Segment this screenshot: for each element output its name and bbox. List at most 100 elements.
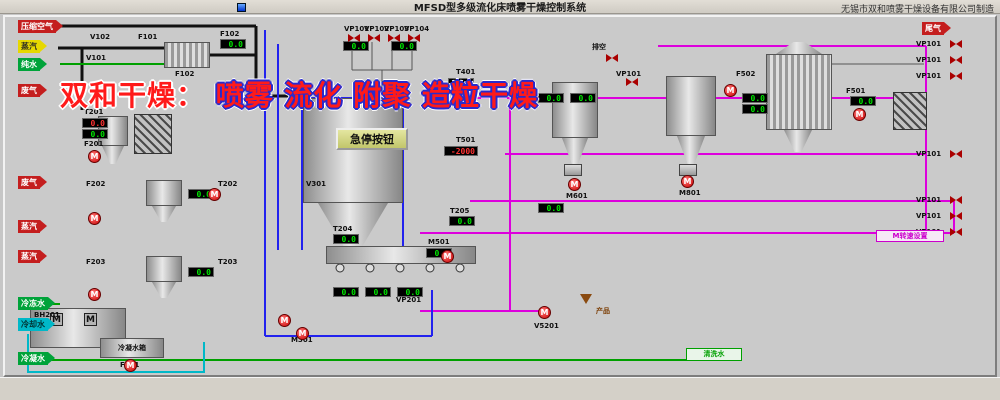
watermark: 双和干燥： 喷雾 流化 附聚 造粒干燥 [60, 74, 538, 114]
valve-icon[interactable] [950, 228, 962, 236]
stream-flag: 尾气 [922, 22, 951, 35]
equipment-label: M801 [679, 189, 701, 197]
stream-flag: 蒸汽 [18, 220, 47, 233]
condensate-tank: 冷凝水箱 [100, 338, 164, 358]
stream-flag: 压缩空气 [18, 20, 63, 33]
value-display: -2000 [444, 146, 478, 156]
stream-flag: 冷冻水 [18, 297, 55, 310]
rotary-valve [564, 164, 582, 176]
watermark-slogan: 喷雾 流化 附聚 造粒干燥 [215, 79, 539, 112]
equipment-label: VP101 [616, 70, 642, 78]
pump-icon[interactable] [88, 150, 101, 163]
equipment-label: VP103 [384, 25, 410, 33]
valve-icon[interactable] [408, 34, 420, 42]
equipment-label: F102 [175, 70, 195, 78]
pump-icon[interactable] [441, 250, 454, 263]
cip-water-note: 清洗水 [686, 348, 742, 361]
equipment-label: V101 [86, 54, 107, 62]
pump-icon[interactable] [278, 314, 291, 327]
pump-icon[interactable] [124, 359, 137, 372]
value-display: 0.0 [333, 287, 359, 297]
cyclone-separator [552, 82, 598, 138]
equipment-label: VP104 [404, 25, 430, 33]
value-display: 0.0 [220, 39, 246, 49]
equipment-label: F102 [220, 30, 240, 38]
pump-icon[interactable] [724, 84, 737, 97]
equipment-label: BH201 [34, 311, 60, 319]
valve-icon[interactable] [950, 40, 962, 48]
stream-flag: 蒸汽 [18, 40, 47, 53]
stream-flag: 废气 [18, 84, 47, 97]
pump-icon[interactable] [538, 306, 551, 319]
value-display: 0.0 [570, 93, 596, 103]
valve-icon[interactable] [950, 212, 962, 220]
valve-icon[interactable] [368, 34, 380, 42]
pump-icon[interactable] [681, 175, 694, 188]
equipment-label: V301 [306, 180, 327, 188]
stream-flag: 冷却水 [18, 318, 55, 331]
value-display: 0.0 [850, 96, 876, 106]
value-display: 0.0 [82, 118, 108, 128]
equipment-label: T401 [456, 68, 476, 76]
equipment-label: M301 [291, 336, 313, 344]
stream-flag: 纯水 [18, 58, 47, 71]
equipment-label: VP201 [396, 296, 422, 304]
value-display: 0.0 [188, 267, 214, 277]
equipment-label: F202 [86, 180, 106, 188]
value-display: 0.0 [333, 234, 359, 244]
condenser [766, 54, 832, 130]
cyclone-separator [146, 180, 182, 206]
equipment-label: F203 [86, 258, 106, 266]
valve-icon[interactable] [348, 34, 360, 42]
pump-icon[interactable] [296, 327, 309, 340]
pump-icon[interactable] [88, 288, 101, 301]
equipment-label: T501 [456, 136, 476, 144]
equipment-label: VP101 [344, 25, 370, 33]
equipment-label: VP102 [364, 25, 390, 33]
product-arrow-icon [580, 294, 592, 304]
equipment-label: VP101 [916, 212, 942, 220]
app-icon [237, 3, 246, 12]
value-display: 0.0 [538, 93, 564, 103]
valve-icon[interactable] [950, 56, 962, 64]
equipment-label: V5201 [534, 322, 559, 330]
valve-icon[interactable] [606, 54, 618, 62]
equipment-label: VP101 [916, 56, 942, 64]
agitator-motor-icon[interactable] [84, 313, 97, 326]
exhaust-filter [893, 92, 927, 130]
emergency-stop-button[interactable]: 急停按钮 [336, 128, 408, 150]
pump-icon[interactable] [208, 188, 221, 201]
valve-icon[interactable] [388, 34, 400, 42]
valve-icon[interactable] [626, 78, 638, 86]
valve-icon[interactable] [950, 196, 962, 204]
value-display: 0.0 [391, 41, 417, 51]
equipment-label: T202 [218, 180, 238, 188]
value-display: 0.0 [538, 203, 564, 213]
condensate-tank-label: 冷凝水箱 [118, 344, 146, 352]
pump-icon[interactable] [853, 108, 866, 121]
equipment-label: VP101 [916, 72, 942, 80]
page-title: MFSD型多级流化床喷雾干燥控制系统 [413, 3, 587, 14]
watermark-brand: 双和干燥： [60, 79, 206, 112]
equipment-label: VP101 [916, 150, 942, 158]
equipment-label: F501 [846, 87, 866, 95]
equipment-label: F502 [736, 70, 756, 78]
cyclone-separator [666, 76, 716, 136]
manufacturer-label: 无锡市双和喷雾干燥设备有限公司制造 [840, 5, 994, 15]
value-display: 0.0 [365, 287, 391, 297]
pump-icon[interactable] [88, 212, 101, 225]
bag-filter [134, 114, 172, 154]
value-display: 0.0 [343, 41, 369, 51]
cyclone-separator [146, 256, 182, 282]
equipment-label: T203 [218, 258, 238, 266]
drying-chamber [303, 98, 403, 203]
value-display: 0.0 [448, 78, 474, 88]
product-label: 产品 [596, 307, 610, 315]
equipment-label: VP101 [916, 196, 942, 204]
equipment-label: M501 [428, 238, 450, 246]
bottom-toolbar: 3 清洗等待状态 自动开始 自动停止 报警音 喷雾 CIP 喷雾设置 清洗设置 [0, 377, 1000, 400]
valve-icon[interactable] [950, 72, 962, 80]
valve-icon[interactable] [950, 150, 962, 158]
pump-icon[interactable] [568, 178, 581, 191]
